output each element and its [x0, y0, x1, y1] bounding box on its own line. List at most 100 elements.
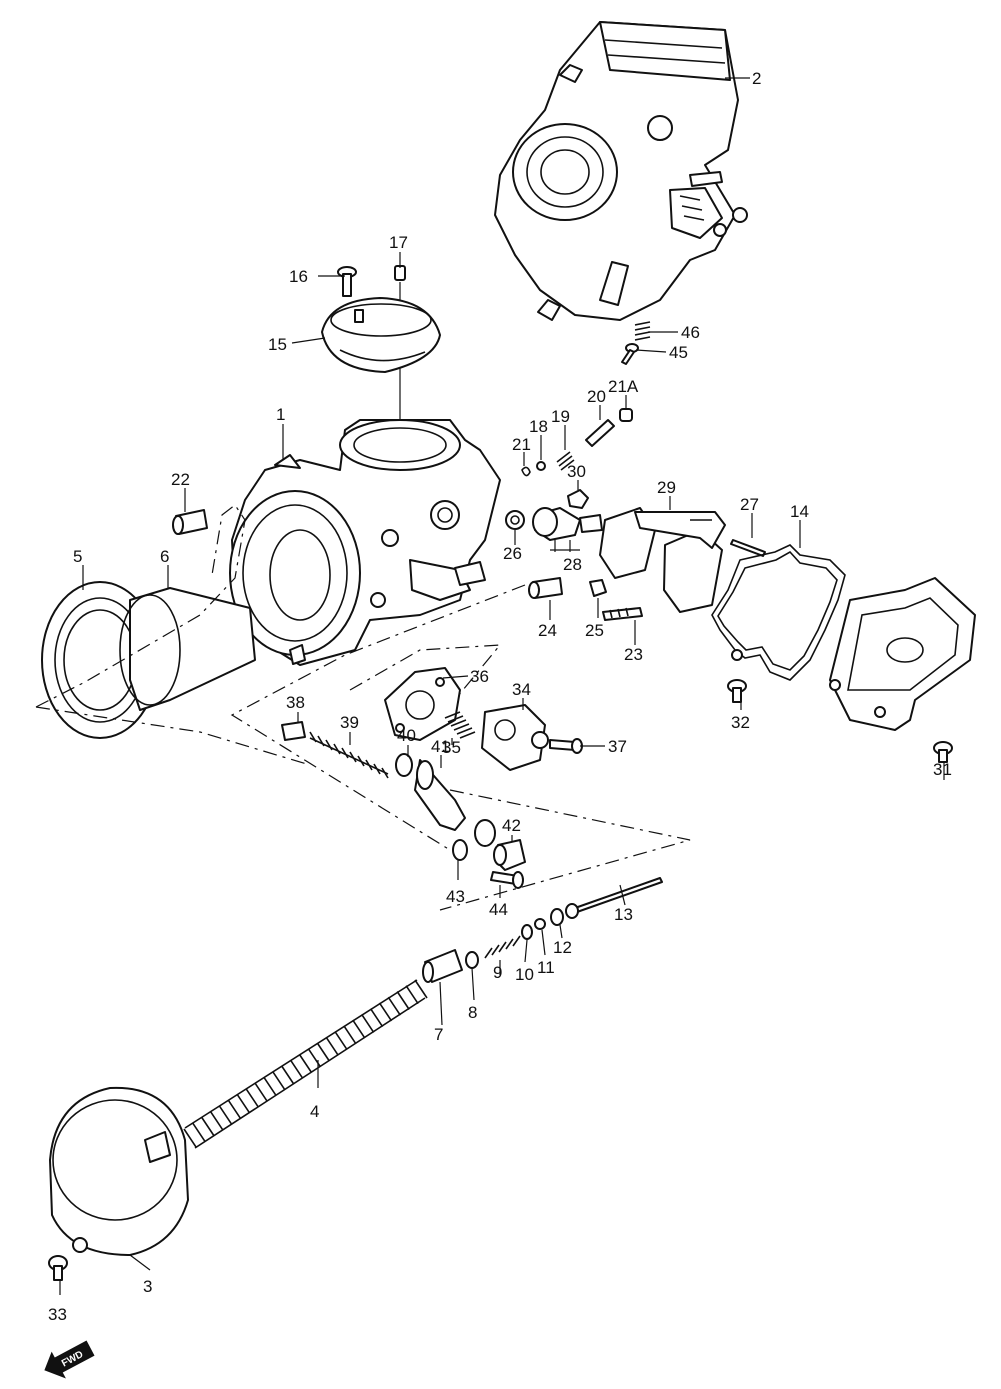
callout-20: 20	[587, 387, 606, 406]
assembly-dashed-lines	[35, 504, 691, 911]
callout-4: 4	[310, 1102, 319, 1121]
part-screw-16	[337, 266, 357, 297]
part-spring-35	[444, 711, 476, 739]
callout-12: 12	[553, 938, 572, 957]
part-screw-44	[490, 871, 524, 889]
part-top-cap-15	[321, 297, 441, 373]
callout-43: 43	[446, 887, 465, 906]
callout-21: 21	[512, 435, 531, 454]
part-pipe-22	[172, 509, 208, 535]
part-plunger-41	[414, 759, 466, 831]
callout-38: 38	[286, 693, 305, 712]
part-pin-27	[730, 539, 766, 557]
callout-15: 15	[268, 335, 287, 354]
callout-22: 22	[171, 470, 190, 489]
part-cap-42	[493, 839, 526, 871]
callout-6: 6	[160, 547, 169, 566]
part-plug-21a	[619, 408, 633, 422]
callout-23: 23	[624, 645, 643, 664]
callout-13: 13	[614, 905, 633, 924]
callout-31: 31	[933, 760, 952, 779]
part-spring-4	[183, 979, 428, 1149]
part-screw-23	[602, 607, 643, 621]
part-holder-7	[422, 949, 463, 983]
part-oring-8	[465, 951, 479, 969]
part-intake-pipe-6	[119, 587, 256, 711]
callout-16: 16	[289, 267, 308, 286]
callout-19: 19	[551, 407, 570, 426]
callout-24: 24	[538, 621, 557, 640]
callout-41: 41	[431, 737, 450, 756]
callout-2: 2	[752, 69, 761, 88]
fwd-badge: FWD	[44, 1340, 95, 1379]
callout-40: 40	[397, 726, 416, 745]
callout-5: 5	[73, 547, 82, 566]
callout-3: 3	[143, 1277, 152, 1296]
callout-36: 36	[470, 667, 489, 686]
callout-33: 33	[48, 1305, 67, 1324]
part-needle-13	[565, 877, 663, 919]
part-nut-30	[567, 489, 589, 509]
part-float-chamber	[829, 577, 976, 731]
part-cover-3	[49, 1086, 189, 1256]
callout-30: 30	[567, 462, 586, 481]
callout-37: 37	[608, 737, 627, 756]
part-oring-40	[395, 753, 413, 777]
part-washer-18	[536, 461, 546, 471]
part-nut-26	[505, 510, 525, 530]
callout-7: 7	[434, 1025, 443, 1044]
callout-44: 44	[489, 900, 508, 919]
callout-1: 1	[276, 405, 285, 424]
callout-42: 42	[502, 816, 521, 835]
part-washer-10	[521, 924, 533, 940]
part-washer-43	[452, 819, 496, 861]
callout-18: 18	[529, 417, 548, 436]
callout-11: 11	[537, 958, 555, 977]
part-clip-11	[534, 918, 546, 930]
callout-25: 25	[585, 621, 604, 640]
callout-26: 26	[503, 544, 522, 563]
part-carburetor-body-1	[229, 419, 501, 666]
part-jet-24	[528, 577, 563, 599]
callout-46: 46	[681, 323, 700, 342]
part-screw-32	[727, 679, 747, 703]
callout-21a: 21A	[608, 377, 639, 396]
callout-14: 14	[790, 502, 809, 521]
part-screw-33	[48, 1255, 68, 1281]
leader-lines	[59, 77, 945, 1295]
part-ring-21	[521, 466, 531, 477]
callout-27: 27	[740, 495, 759, 514]
part-cap-34	[481, 704, 549, 771]
callout-10: 10	[515, 965, 534, 984]
callout-28: 28	[563, 555, 582, 574]
part-jet-17	[394, 265, 406, 281]
callout-9: 9	[493, 963, 502, 982]
part-screw-45	[621, 343, 639, 365]
part-spring-9	[484, 935, 521, 959]
callout-17: 17	[389, 233, 408, 252]
part-carburetor-assembly	[494, 21, 748, 321]
part-screw-31	[933, 741, 953, 763]
part-jet-38	[281, 721, 306, 741]
fwd-arrow-icon	[44, 1340, 95, 1379]
part-float-29	[599, 507, 726, 613]
part-gasket-14	[711, 544, 846, 681]
callout-29: 29	[657, 478, 676, 497]
callout-45: 45	[669, 343, 688, 362]
callout-39: 39	[340, 713, 359, 732]
part-spring-46	[634, 321, 651, 341]
callout-32: 32	[731, 713, 750, 732]
part-needle-valve-28	[532, 507, 603, 541]
part-washer-12	[550, 908, 564, 926]
part-cover-36	[384, 667, 461, 741]
callout-34: 34	[512, 680, 531, 699]
part-spring-19	[556, 451, 575, 471]
part-jet-25	[589, 579, 607, 597]
part-screw-20	[585, 419, 615, 447]
part-spring-39	[309, 731, 389, 779]
callout-8: 8	[468, 1003, 477, 1022]
callout-35: 35	[442, 738, 461, 757]
